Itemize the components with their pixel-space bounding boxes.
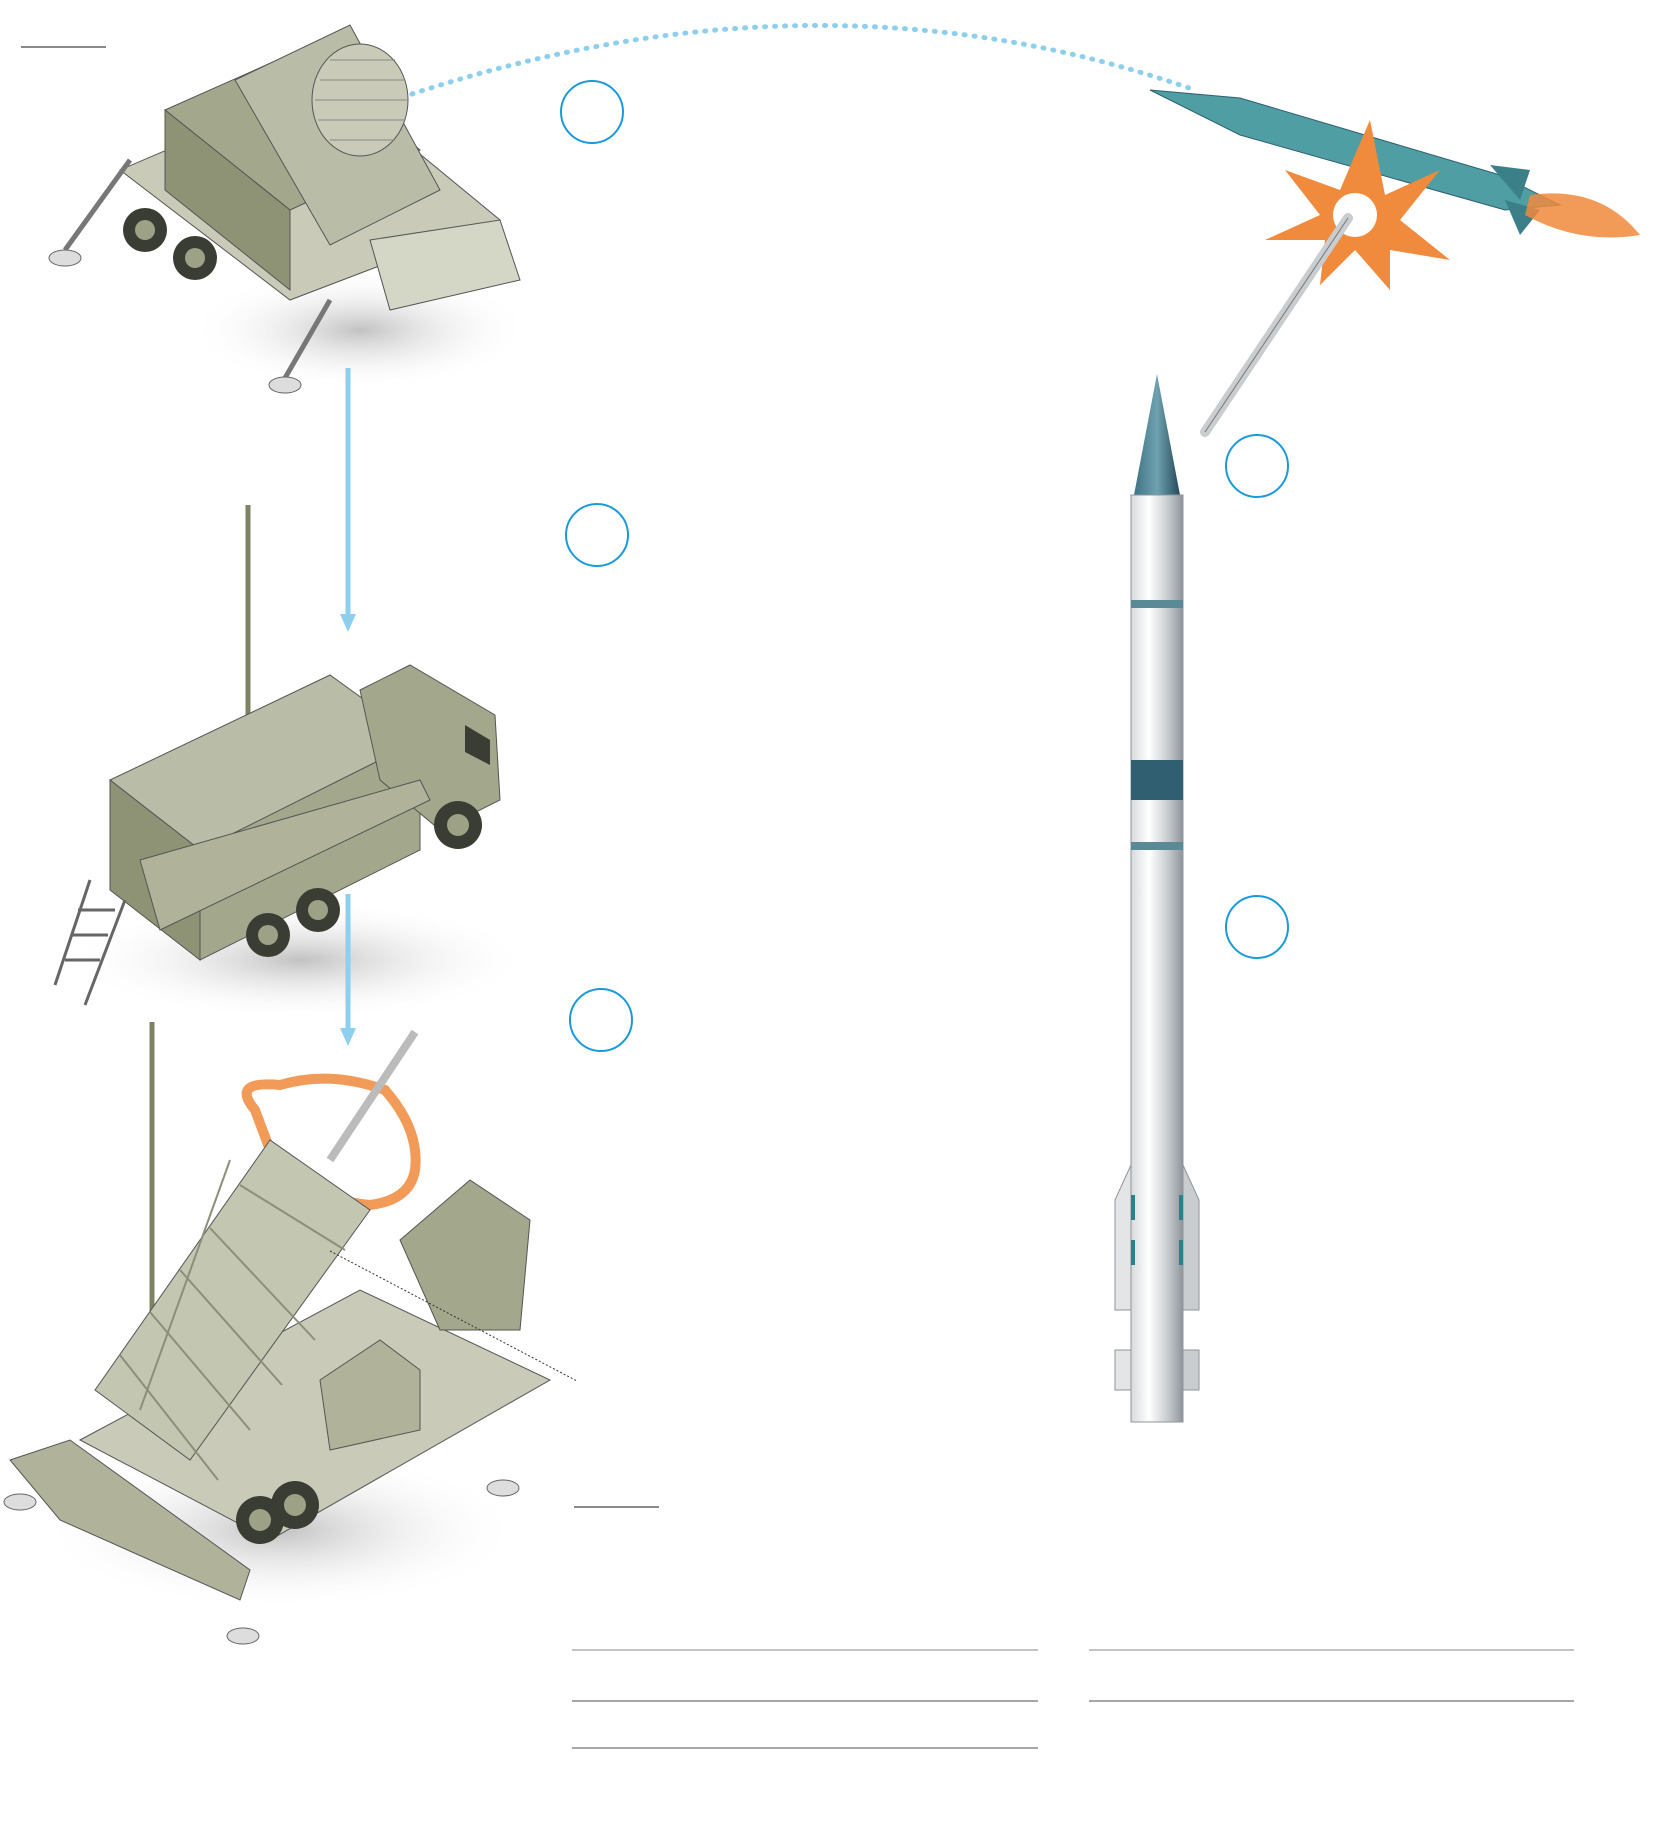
leader-line bbox=[329, 1250, 578, 1382]
interceptor-in-flight bbox=[1200, 213, 1353, 437]
step-marker-1 bbox=[560, 80, 624, 144]
control-station-truck bbox=[53, 505, 530, 1020]
radar-tracking-arc bbox=[409, 22, 1192, 97]
missile-launcher bbox=[3, 1022, 578, 1645]
step-marker-5 bbox=[1225, 895, 1289, 959]
radar-vehicle bbox=[48, 24, 530, 394]
step-marker-2 bbox=[565, 503, 629, 567]
patriot-interceptor-missile bbox=[1114, 374, 1200, 1423]
step-marker-4 bbox=[1225, 434, 1289, 498]
step-marker-3 bbox=[569, 988, 633, 1052]
flow-arrow-2 bbox=[340, 894, 356, 1046]
flow-arrow-1 bbox=[340, 368, 356, 632]
target-missile bbox=[1149, 89, 1640, 238]
